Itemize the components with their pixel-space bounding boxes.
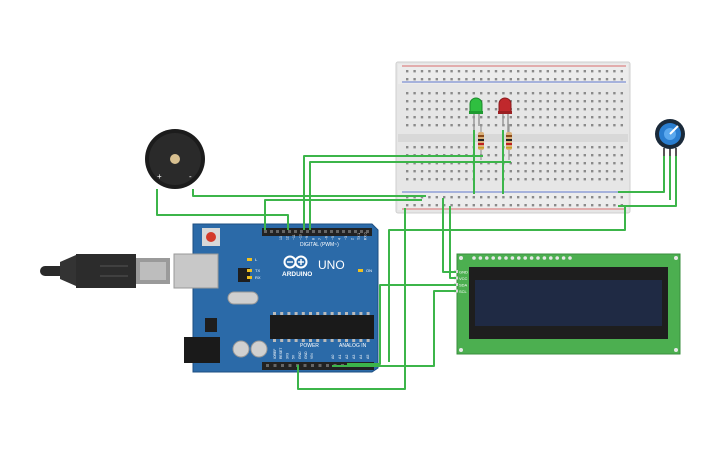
wire-buzzer-minus[interactable] bbox=[192, 189, 426, 197]
digital-pin-label: ~11 bbox=[292, 234, 296, 240]
lcd-pin-label: VCC bbox=[459, 276, 468, 281]
potentiometer[interactable] bbox=[655, 119, 685, 156]
tx-led-label: TX bbox=[255, 268, 260, 273]
power-pin-label: GND bbox=[304, 351, 308, 359]
digital-header-label: DIGITAL (PWM~) bbox=[300, 242, 339, 248]
digital-pin-label: 8 bbox=[312, 238, 316, 240]
digital-pin-label: 12 bbox=[286, 236, 290, 240]
wire-lcd-vcc[interactable] bbox=[449, 206, 456, 279]
analog-pin-label: A2 bbox=[345, 355, 349, 359]
digital-pin-label: ~9 bbox=[305, 236, 309, 240]
digital-pin-label: 4 bbox=[338, 238, 342, 240]
wire-gnd-power[interactable] bbox=[388, 206, 626, 362]
wire-pot-left[interactable] bbox=[618, 156, 665, 193]
wire-buzzer-plus[interactable] bbox=[156, 189, 289, 230]
on-led-label: ON bbox=[366, 268, 372, 273]
power-pin-label: VIN bbox=[310, 353, 314, 359]
power-pin-label: GND bbox=[298, 351, 302, 359]
usb-cable[interactable] bbox=[40, 254, 170, 288]
digital-pin-label: ~6 bbox=[325, 236, 329, 240]
power-pin-label: 5V bbox=[292, 354, 296, 359]
power-header-label: POWER bbox=[300, 343, 319, 349]
digital-pin-label: ~10 bbox=[299, 234, 303, 240]
arduino-model-label: UNO bbox=[318, 258, 345, 272]
power-pin-label: 3V3 bbox=[285, 353, 289, 359]
lcd-pin-label: SDA bbox=[459, 283, 468, 288]
breadboard[interactable] bbox=[395, 61, 631, 214]
digital-pin-label: RX 0 bbox=[364, 232, 368, 240]
wire-led-green[interactable] bbox=[303, 155, 483, 230]
digital-pin-label: ~5 bbox=[331, 236, 335, 240]
arduino-logo-icon bbox=[283, 255, 308, 269]
arduino-brand-label: ARDUINO bbox=[282, 271, 312, 278]
buzzer-minus-label: - bbox=[189, 172, 192, 181]
power-pin-label: RESET bbox=[279, 348, 283, 359]
wire-pot-right[interactable] bbox=[618, 156, 677, 207]
buzzer-plus-label: + bbox=[157, 172, 162, 181]
lcd-pin-label: GND bbox=[459, 270, 468, 275]
wire-lcd-gnd[interactable] bbox=[442, 198, 456, 273]
digital-pin-label: 2 bbox=[351, 238, 355, 240]
green-led[interactable] bbox=[469, 97, 483, 132]
digital-pin-label: 7 bbox=[318, 238, 322, 240]
analog-pin-label: A5 bbox=[366, 355, 370, 359]
resistor-2[interactable] bbox=[506, 124, 512, 160]
power-pin-label: IOREF bbox=[273, 349, 277, 359]
rx-led-label: RX bbox=[255, 275, 261, 280]
analog-pin-label: A1 bbox=[338, 355, 342, 359]
digital-pin-label: 13 bbox=[279, 236, 283, 240]
analog-pin-label: A0 bbox=[331, 355, 335, 359]
wire-lcd-scl[interactable] bbox=[332, 290, 456, 367]
resistor-1[interactable] bbox=[478, 124, 484, 160]
digital-pin-label: ~3 bbox=[344, 236, 348, 240]
analog-pin-label: A4 bbox=[359, 355, 363, 359]
analog-header-label: ANALOG IN bbox=[339, 343, 367, 349]
wire-gnd-rail[interactable] bbox=[264, 199, 422, 230]
wire-5v[interactable] bbox=[297, 208, 406, 390]
wire-led-red[interactable] bbox=[309, 161, 511, 230]
piezo-buzzer[interactable]: + - bbox=[145, 129, 205, 189]
digital-pin-label: TX 1 bbox=[357, 233, 361, 240]
wire-lcd-sda[interactable] bbox=[347, 284, 456, 365]
red-led[interactable] bbox=[498, 97, 512, 132]
analog-pin-label: A3 bbox=[352, 355, 356, 359]
lcd-pin-label: SCL bbox=[459, 289, 468, 294]
l-led-label: L bbox=[255, 257, 258, 262]
wires bbox=[156, 130, 677, 390]
